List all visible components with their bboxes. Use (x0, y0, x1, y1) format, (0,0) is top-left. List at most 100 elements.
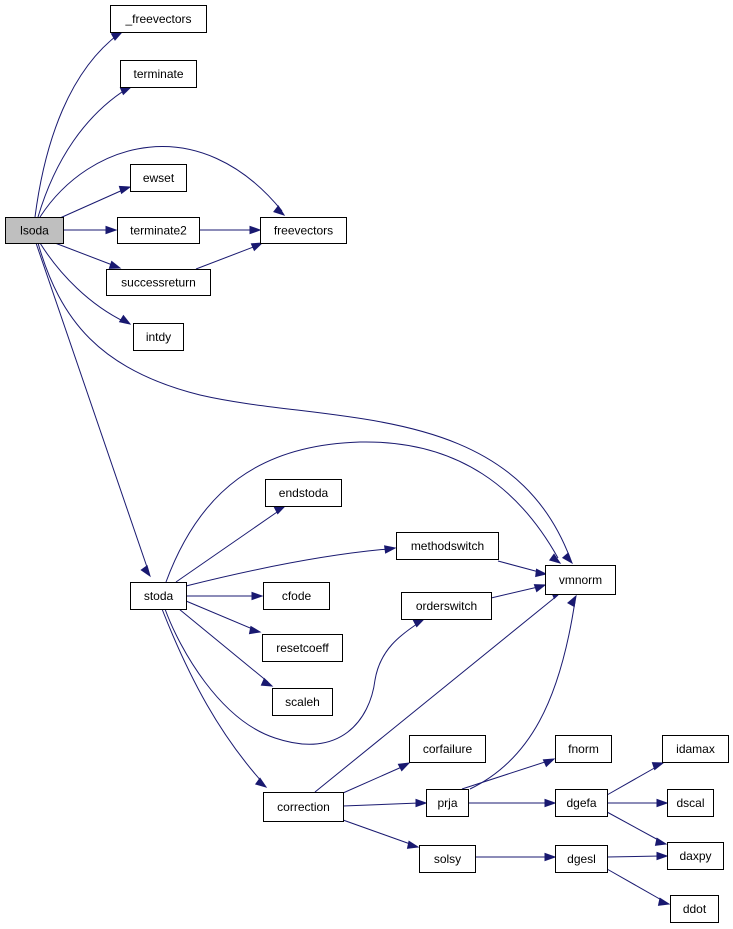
edge-lsoda-to-freevectors (39, 146, 286, 218)
node-ddot[interactable]: ddot (670, 895, 719, 923)
node-prja[interactable]: prja (426, 789, 469, 817)
arrowhead-icon (140, 564, 151, 578)
arrowhead-icon (542, 758, 556, 768)
node-resetcoeff[interactable]: resetcoeff (262, 634, 343, 662)
edge-prja-to-dgefa (468, 798, 557, 808)
edge-correction-to-corfailure (342, 762, 411, 794)
node-scaleh[interactable]: scaleh (272, 688, 333, 716)
node-label: methodswitch (411, 539, 484, 553)
node-label: cfode (282, 589, 312, 603)
node-box (426, 789, 469, 817)
node-intdy[interactable]: intdy (133, 323, 184, 351)
node-label: terminate (133, 67, 183, 81)
edge-line (164, 608, 421, 745)
node-terminate2[interactable]: terminate2 (117, 217, 200, 244)
node-label: correction (277, 800, 330, 814)
node-label: _freevectors (124, 12, 191, 26)
node-endstoda[interactable]: endstoda (265, 479, 342, 507)
node-solsy[interactable]: solsy (419, 845, 476, 873)
node-vmnorm[interactable]: vmnorm (545, 565, 616, 595)
arrowhead-icon (656, 851, 669, 861)
edge-dgefa-to-dscal (607, 798, 669, 808)
node-label: endstoda (279, 486, 329, 500)
edge-line (39, 146, 283, 218)
node-label: intdy (146, 330, 171, 344)
node-daxpy[interactable]: daxpy (667, 842, 724, 870)
arrowhead-icon (248, 625, 262, 635)
node-label: lsoda (20, 224, 49, 238)
node-corfailure[interactable]: corfailure (409, 735, 486, 763)
edge-line (178, 608, 269, 683)
arrowhead-icon (119, 86, 133, 96)
edge-line (314, 594, 559, 793)
arrowhead-icon (384, 545, 397, 554)
node-label: dgefa (566, 796, 596, 810)
arrowhead-icon (105, 225, 118, 235)
node-fnorm[interactable]: fnorm (555, 735, 612, 763)
node-box (106, 269, 211, 296)
node-box (5, 217, 64, 244)
edge-stoda-to-resetcoeff (185, 600, 262, 635)
edge-line (606, 811, 663, 843)
arrowhead-icon (654, 837, 668, 846)
node-ewset[interactable]: ewset (130, 164, 187, 192)
node-freevectors[interactable]: _freevectors (110, 5, 207, 33)
node-box (662, 735, 729, 763)
node-stoda[interactable]: stoda (130, 582, 187, 610)
node-box (396, 532, 499, 560)
node-dscal[interactable]: dscal (667, 789, 714, 817)
arrowhead-icon (273, 205, 286, 216)
node-idamax[interactable]: idamax (662, 735, 729, 763)
edge-lsoda-to-successreturn (54, 242, 122, 269)
node-lsoda[interactable]: lsoda (5, 217, 64, 244)
node-label: idamax (676, 742, 715, 756)
edge-prja-to-vmnorm (469, 594, 577, 790)
node-methodswitch[interactable]: methodswitch (396, 532, 499, 560)
arrowhead-icon (567, 594, 577, 608)
edge-line (342, 802, 420, 807)
node-correction[interactable]: correction (263, 792, 344, 822)
arrowhead-icon (108, 260, 122, 269)
edge-line (342, 819, 414, 846)
edge-line (195, 245, 257, 270)
arrowhead-icon (260, 677, 274, 687)
edge-stoda-to-cfode (186, 591, 264, 601)
arrowhead-icon (415, 798, 428, 808)
node-box (117, 217, 200, 244)
node-box (555, 845, 608, 873)
arrowhead-icon (561, 552, 573, 565)
edge-lsoda-to-stoda (35, 242, 151, 578)
node-dgesl[interactable]: dgesl (555, 845, 608, 873)
edge-dgesl-to-daxpy (606, 851, 669, 861)
arrowhead-icon (544, 798, 557, 808)
node-label: dscal (676, 796, 704, 810)
arrowhead-icon (544, 852, 557, 862)
edge-line (161, 608, 264, 784)
edge-line (469, 600, 576, 790)
node-box (667, 842, 724, 870)
edge-correction-to-solsy (342, 819, 420, 849)
node-label: vmnorm (559, 573, 602, 587)
node-box (260, 217, 347, 244)
edge-line (35, 242, 149, 571)
node-terminate[interactable]: terminate (120, 60, 197, 88)
node-cfode[interactable]: cfode (263, 582, 330, 610)
edge-dgesl-to-ddot (606, 868, 671, 906)
node-orderswitch[interactable]: orderswitch (401, 592, 492, 620)
edge-terminate2-to-freevectors (199, 225, 262, 235)
node-label: orderswitch (416, 599, 477, 613)
node-successreturn[interactable]: successreturn (106, 269, 211, 296)
edge-line (37, 87, 129, 218)
node-label: prja (437, 796, 457, 810)
edge-stoda-to-vmnorm (165, 441, 562, 583)
node-box (555, 735, 612, 763)
node-freevectors[interactable]: freevectors (260, 217, 347, 244)
node-label: solsy (434, 852, 461, 866)
edges-layer (34, 31, 671, 906)
node-dgefa[interactable]: dgefa (555, 789, 608, 817)
node-box (262, 634, 343, 662)
edge-line (606, 855, 661, 858)
edge-orderswitch-to-vmnorm (490, 584, 547, 599)
node-label: resetcoeff (276, 641, 329, 655)
node-label: daxpy (679, 849, 711, 863)
